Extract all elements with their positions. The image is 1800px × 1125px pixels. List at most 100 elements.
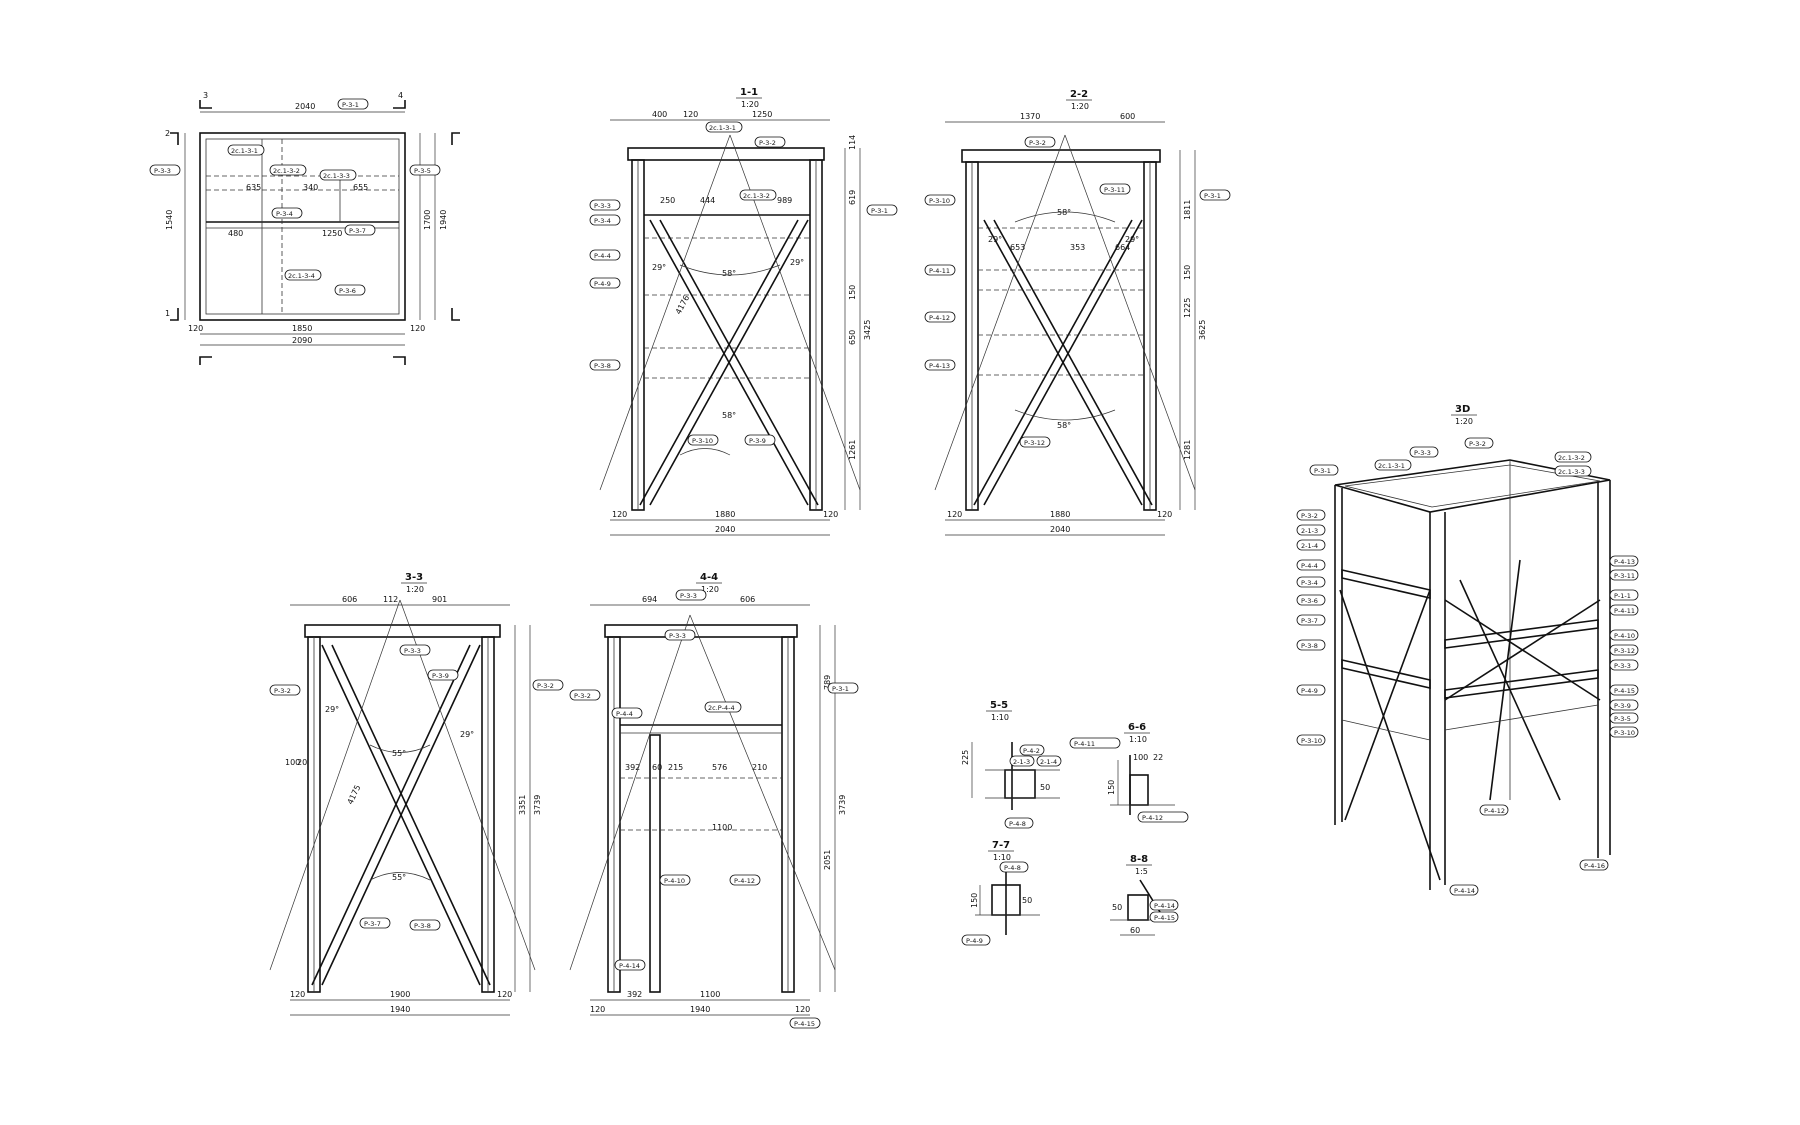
s3-tag-4: Р-3-7: [359, 917, 391, 929]
s4-scale: 1:20: [701, 585, 719, 594]
s2-dim-height: 3625: [1198, 320, 1207, 340]
s6-scale: 1:10: [1129, 735, 1147, 744]
svg-text:Р-3-3: Р-3-3: [404, 647, 421, 655]
plan-tag-3: Р-3-5: [409, 164, 441, 176]
iso-tag-b2: Р-4-12: [1479, 804, 1509, 816]
s8-tag-1: Р-4-14: [1149, 899, 1179, 911]
s3-dim-edge-r: 120: [497, 990, 512, 999]
s1-tag-4: 2с.1-3-1: [705, 121, 743, 133]
iso-tag-l3: 2-1-3: [1296, 524, 1326, 536]
svg-text:Р-3-6: Р-3-6: [339, 287, 356, 295]
plan-dim-bottom-inner: 1850: [292, 324, 312, 333]
s7-scale: 1:10: [993, 853, 1011, 862]
s2-dim-1225: 1225: [1183, 298, 1192, 318]
s3-ang-29-l: 29°: [325, 705, 339, 714]
iso-tag-l11: Р-3-10: [1296, 734, 1326, 746]
section-3-3: 3-3 1:20 1900 1940 120 120 606 112 901 3…: [269, 572, 564, 1016]
s1-tag-5: 2с.1-3-2: [739, 189, 777, 201]
s1-dim-bottom-total: 2040: [715, 525, 735, 534]
svg-text:Р-4-10: Р-4-10: [1614, 632, 1635, 640]
s5-tag-1: Р-4-2: [1019, 744, 1045, 756]
iso-tag-t3: Р-3-2: [1464, 437, 1494, 449]
svg-text:Р-4-15: Р-4-15: [1154, 914, 1175, 922]
s1-tag-1: Р-3-2: [754, 136, 786, 148]
iso-tag-l2: Р-3-2: [1296, 509, 1326, 521]
plan-tag-7: 2с.1-3-3: [319, 169, 357, 181]
plan-dim-1250: 1250: [322, 229, 342, 238]
s7-dim-150: 150: [970, 893, 979, 908]
iso-tag-r11: Р-3-10: [1609, 726, 1639, 738]
svg-text:Р-3-2: Р-3-2: [1469, 440, 1486, 448]
iso-tag-r3: Р-1-1: [1609, 589, 1639, 601]
s1-dim-bottom-inner: 1880: [715, 510, 735, 519]
svg-text:Р-3-5: Р-3-5: [1614, 715, 1631, 723]
s5-dim-225: 225: [961, 750, 970, 765]
s1-dim-114: 114: [848, 135, 857, 150]
detail-8-8: 8-8 1:5 60 50 Р-4-14 Р-4-15: [1110, 854, 1179, 936]
plan-tag-2: Р-3-3: [149, 164, 181, 176]
iso-tag-l1: Р-3-1: [1309, 464, 1339, 476]
iso-scale: 1:20: [1455, 417, 1473, 426]
s1-dim-989: 989: [777, 196, 792, 205]
svg-text:Р-3-4: Р-3-4: [276, 210, 293, 218]
svg-text:2-1-4: 2-1-4: [1301, 542, 1318, 550]
plan-dim-635: 635: [246, 183, 261, 192]
s1-dim-150: 150: [848, 285, 857, 300]
s2-dim-600: 600: [1120, 112, 1135, 121]
s8-title: 8-8: [1130, 854, 1148, 865]
s1-dim-400: 400: [652, 110, 667, 119]
s2-dim-edge-l: 120: [947, 510, 962, 519]
svg-text:Р-3-9: Р-3-9: [749, 437, 766, 445]
s4-dim-height: 3739: [838, 795, 847, 815]
svg-text:Р-4-8: Р-4-8: [1004, 864, 1021, 872]
svg-text:Р-3-7: Р-3-7: [349, 227, 366, 235]
s4-tag-1: Р-3-3: [675, 589, 707, 601]
s8-tag-2: Р-4-15: [1149, 911, 1179, 923]
svg-text:Р-3-2: Р-3-2: [537, 682, 554, 690]
s4-dim-694: 694: [642, 595, 657, 604]
plan-view: 2040 1850 2090 120 120 1540 1700 1940 48…: [149, 91, 460, 365]
svg-text:2с.1-3-4: 2с.1-3-4: [288, 272, 315, 280]
svg-text:Р-3-1: Р-3-1: [1314, 467, 1331, 475]
plan-mark-2: 2: [165, 129, 170, 138]
s2-dim-653: 653: [1010, 243, 1025, 252]
svg-text:Р-3-1: Р-3-1: [832, 685, 849, 693]
s4-tag-6: Р-4-12: [729, 874, 761, 886]
s7-title: 7-7: [992, 840, 1010, 851]
s4-tag-10: Р-3-3: [664, 629, 696, 641]
s3-ang-29-r: 29°: [460, 730, 474, 739]
s3-scale: 1:20: [406, 585, 424, 594]
s1-dim-120: 120: [683, 110, 698, 119]
s3-dim-20: 20: [297, 758, 307, 767]
s2-ang-29-r: 29°: [1125, 235, 1139, 244]
plan-tag-4: Р-3-7: [344, 224, 376, 236]
s2-ang-58-top: 58°: [1057, 208, 1071, 217]
svg-text:Р-3-12: Р-3-12: [1614, 647, 1635, 655]
section-4-4: 4-4 1:20 1100 392 1940 120 120 694 606 3…: [569, 572, 859, 1029]
s4-tag-5: Р-4-10: [659, 874, 691, 886]
s1-dim-edge-r: 120: [823, 510, 838, 519]
s1-title: 1-1: [740, 87, 758, 98]
s8-dim-50: 50: [1112, 903, 1122, 912]
svg-text:Р-4-15: Р-4-15: [794, 1020, 815, 1028]
iso-tag-r7: Р-3-3: [1609, 659, 1639, 671]
s4-tag-3: Р-4-4: [611, 707, 643, 719]
svg-text:Р-3-2: Р-3-2: [1301, 512, 1318, 520]
plan-tag-8: 2с.1-3-4: [284, 269, 322, 281]
iso-tag-l4: 2-1-4: [1296, 539, 1326, 551]
svg-text:Р-3-9: Р-3-9: [1614, 702, 1631, 710]
s1-tag-3: Р-3-3: [589, 199, 621, 211]
iso-tag-r8: Р-4-15: [1609, 684, 1639, 696]
svg-text:Р-4-12: Р-4-12: [1484, 807, 1505, 815]
svg-text:Р-3-4: Р-3-4: [1301, 579, 1318, 587]
s4-tag-7: Р-4-14: [614, 959, 646, 971]
s2-tag-6: Р-4-12: [924, 311, 956, 323]
svg-text:Р-3-3: Р-3-3: [669, 632, 686, 640]
s1-dim-edge-l: 120: [612, 510, 627, 519]
s1-tag-6: Р-3-4: [589, 214, 621, 226]
svg-text:Р-3-4: Р-3-4: [594, 217, 611, 225]
s2-dim-353: 353: [1070, 243, 1085, 252]
s1-ang-29-l: 29°: [652, 263, 666, 272]
iso-tag-r10: Р-3-5: [1609, 712, 1639, 724]
